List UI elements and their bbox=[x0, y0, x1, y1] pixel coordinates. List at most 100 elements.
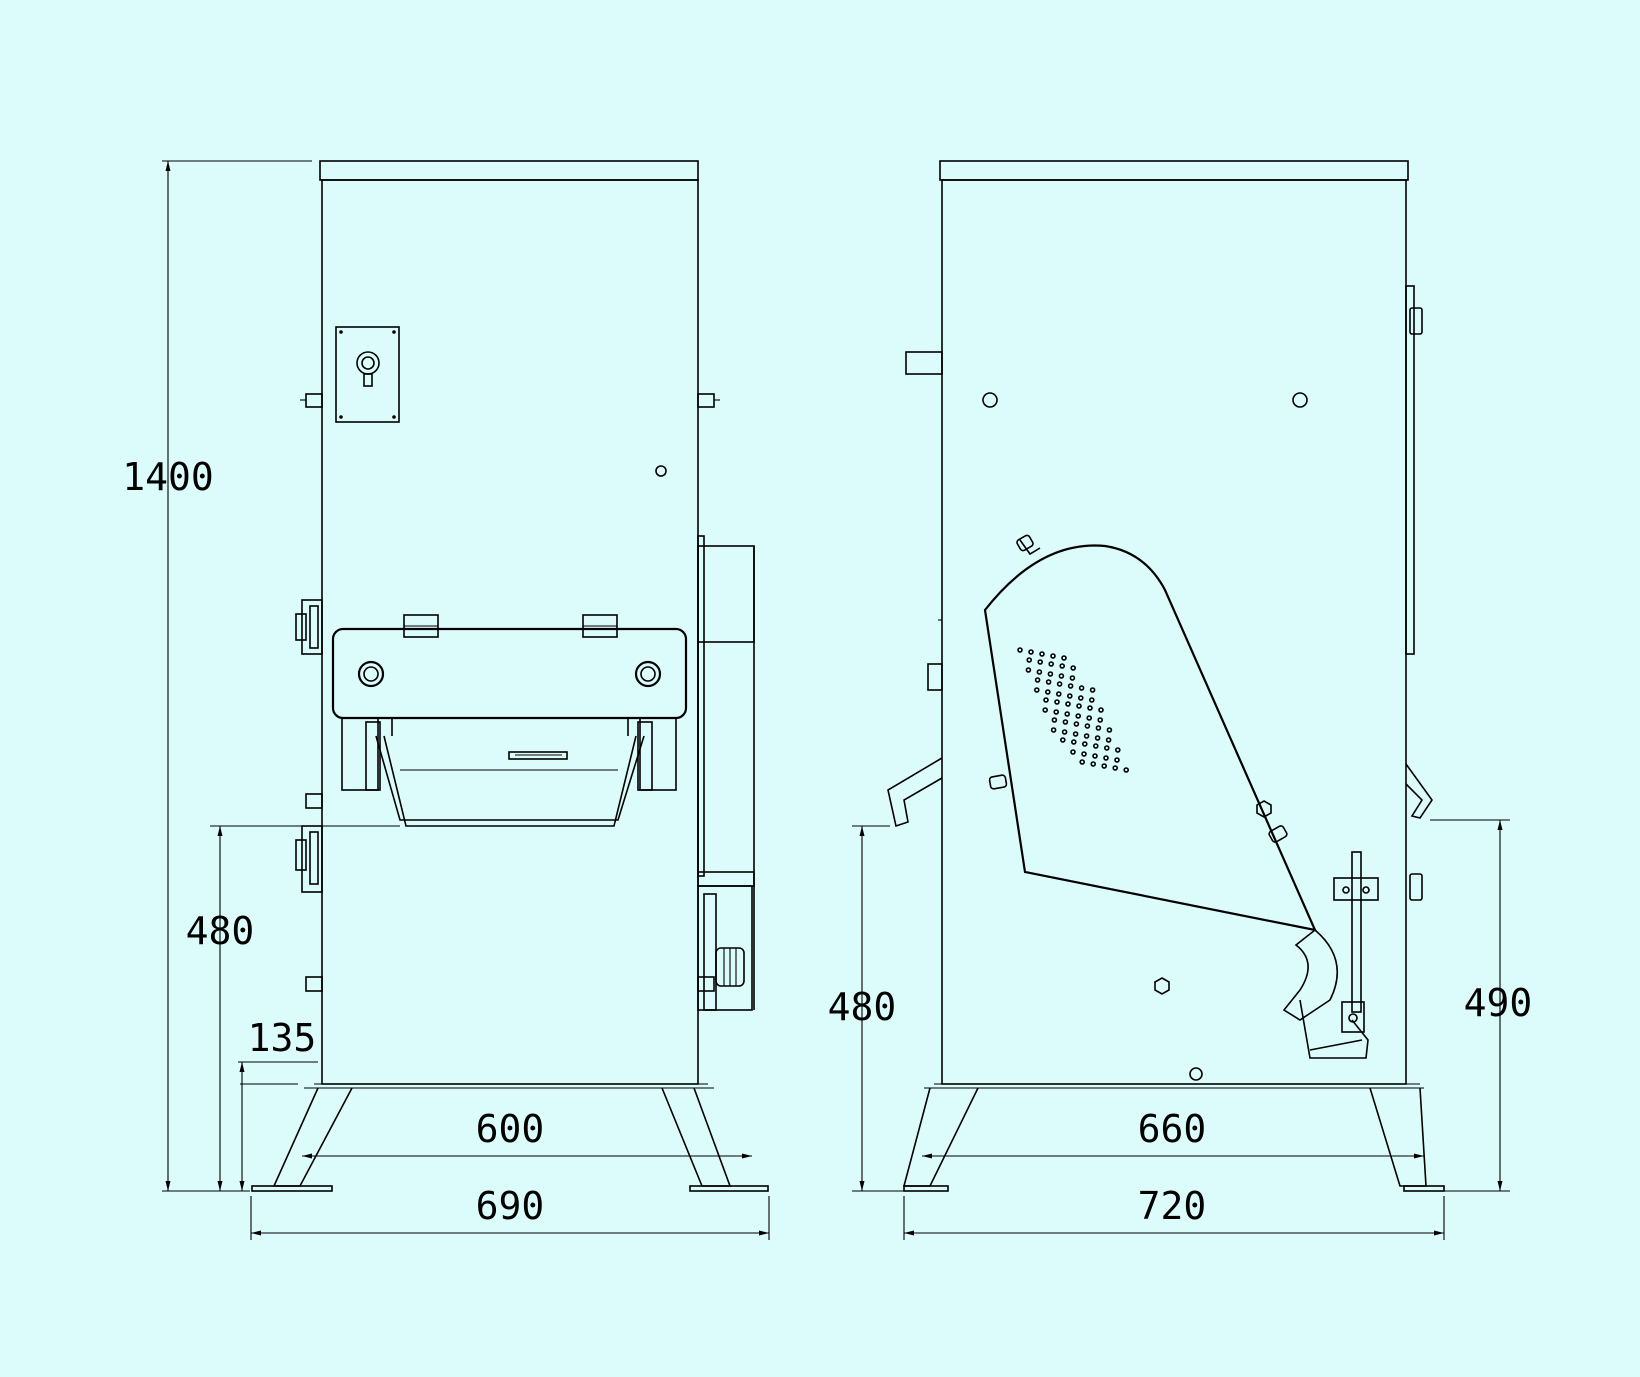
vent-hole bbox=[1050, 653, 1056, 659]
front-legs bbox=[251, 1087, 769, 1192]
vent-hole bbox=[1025, 667, 1032, 673]
side-dim-left-height-label: 480 bbox=[828, 985, 897, 1029]
side-right-chute bbox=[1405, 763, 1433, 819]
vent-hole bbox=[1062, 719, 1069, 725]
side-tension-rod bbox=[1333, 851, 1379, 1033]
vent-hole bbox=[1087, 705, 1093, 711]
vent-hole bbox=[1079, 759, 1085, 765]
side-left-bracket bbox=[927, 663, 943, 691]
vent-hole bbox=[1069, 675, 1076, 681]
side-shaft-stub bbox=[905, 351, 943, 375]
vent-hole bbox=[1043, 697, 1049, 703]
vent-hole bbox=[1098, 707, 1104, 713]
vent-hole bbox=[1045, 679, 1052, 685]
vent-hole bbox=[1058, 673, 1065, 679]
vent-hole bbox=[1101, 763, 1107, 769]
vent-hole bbox=[1050, 727, 1057, 733]
side-dim-outer-width bbox=[903, 1196, 1445, 1240]
front-dim-total-height bbox=[162, 160, 312, 1192]
vent-hole bbox=[1042, 707, 1048, 713]
vent-hole bbox=[1083, 733, 1090, 739]
front-dim-base-height-label: 135 bbox=[248, 1016, 317, 1060]
side-dim-left-height bbox=[852, 825, 904, 1192]
vent-hole bbox=[1047, 671, 1054, 677]
front-hopper-bar bbox=[331, 614, 688, 720]
side-dim-outer-width-label: 720 bbox=[1138, 1184, 1207, 1228]
vent-hole bbox=[1089, 697, 1095, 703]
vent-hole bbox=[1081, 751, 1087, 757]
vent-hole bbox=[1034, 687, 1040, 693]
vent-hole bbox=[1070, 749, 1076, 755]
vent-hole bbox=[1076, 703, 1082, 709]
vent-hole bbox=[1078, 695, 1084, 701]
vent-hole bbox=[1064, 711, 1070, 717]
vent-hole bbox=[1092, 753, 1098, 759]
side-door-knob-bottom bbox=[1409, 873, 1423, 901]
vent-hole bbox=[1034, 677, 1041, 683]
vent-hole bbox=[1115, 747, 1121, 753]
front-dim-discharge-height bbox=[210, 825, 400, 1191]
front-dim-base-height bbox=[238, 1061, 318, 1191]
vent-hole bbox=[1070, 665, 1076, 671]
side-holes bbox=[982, 392, 1308, 1081]
front-side-bolts bbox=[300, 393, 720, 992]
vent-hole bbox=[1059, 663, 1065, 669]
vent-hole bbox=[1036, 669, 1043, 675]
vent-hole bbox=[1026, 657, 1032, 663]
vent-hole bbox=[1039, 651, 1045, 657]
vent-hole bbox=[1017, 647, 1023, 653]
vent-hole bbox=[1071, 739, 1077, 745]
front-dim-inner-width-label: 600 bbox=[476, 1107, 545, 1151]
vent-hole bbox=[1104, 745, 1110, 751]
vent-hole bbox=[1056, 681, 1063, 687]
vent-hole bbox=[1056, 691, 1062, 697]
front-left-hinges bbox=[295, 599, 323, 893]
vent-hole bbox=[1065, 701, 1071, 707]
vent-hole bbox=[1072, 731, 1079, 737]
vent-hole bbox=[1075, 713, 1081, 719]
front-view: 1400 480 135 600 690 bbox=[122, 160, 770, 1240]
vent-hole bbox=[1097, 717, 1103, 723]
front-indicator-hole bbox=[655, 465, 667, 477]
vent-hole bbox=[1112, 765, 1118, 771]
vent-hole bbox=[1067, 683, 1074, 689]
vent-hole bbox=[1090, 761, 1096, 767]
vent-hole bbox=[1028, 649, 1034, 655]
vent-hole bbox=[1048, 661, 1054, 667]
side-view: 480 490 660 720 bbox=[828, 160, 1533, 1240]
vent-hole bbox=[1078, 685, 1085, 691]
vent-hole bbox=[1037, 659, 1043, 665]
vent-hole bbox=[1061, 729, 1068, 735]
vent-hole bbox=[1095, 725, 1102, 731]
vent-hole bbox=[1089, 687, 1096, 693]
vent-hole bbox=[1093, 743, 1099, 749]
vent-hole bbox=[1060, 737, 1066, 743]
vent-hole bbox=[1114, 757, 1120, 763]
vent-hole bbox=[1073, 721, 1080, 727]
side-dim-right-height-label: 490 bbox=[1464, 981, 1533, 1025]
front-dim-outer-width-label: 690 bbox=[476, 1184, 545, 1228]
front-motor-housing bbox=[697, 535, 755, 1011]
vent-hole bbox=[1054, 699, 1060, 705]
vent-hole bbox=[1061, 655, 1067, 661]
side-belt-guard bbox=[983, 534, 1369, 1059]
vent-hole bbox=[1053, 709, 1059, 715]
vent-hole bbox=[1084, 723, 1091, 729]
vent-hole bbox=[1082, 741, 1088, 747]
vent-hole bbox=[1067, 693, 1073, 699]
side-dim-right-height bbox=[1430, 819, 1510, 1192]
side-vent-perforation bbox=[1017, 647, 1129, 773]
vent-hole bbox=[1045, 689, 1051, 695]
vent-hole bbox=[1123, 767, 1129, 773]
front-discharge-chute bbox=[341, 717, 677, 827]
vent-hole bbox=[1103, 755, 1109, 761]
vent-hole bbox=[1094, 735, 1101, 741]
side-left-chute bbox=[887, 757, 943, 828]
front-dim-total-height-label: 1400 bbox=[122, 455, 214, 499]
side-legs bbox=[902, 1087, 1445, 1192]
front-dim-discharge-height-label: 480 bbox=[186, 909, 255, 953]
side-door-edge bbox=[1405, 285, 1415, 655]
vent-hole bbox=[1086, 715, 1092, 721]
